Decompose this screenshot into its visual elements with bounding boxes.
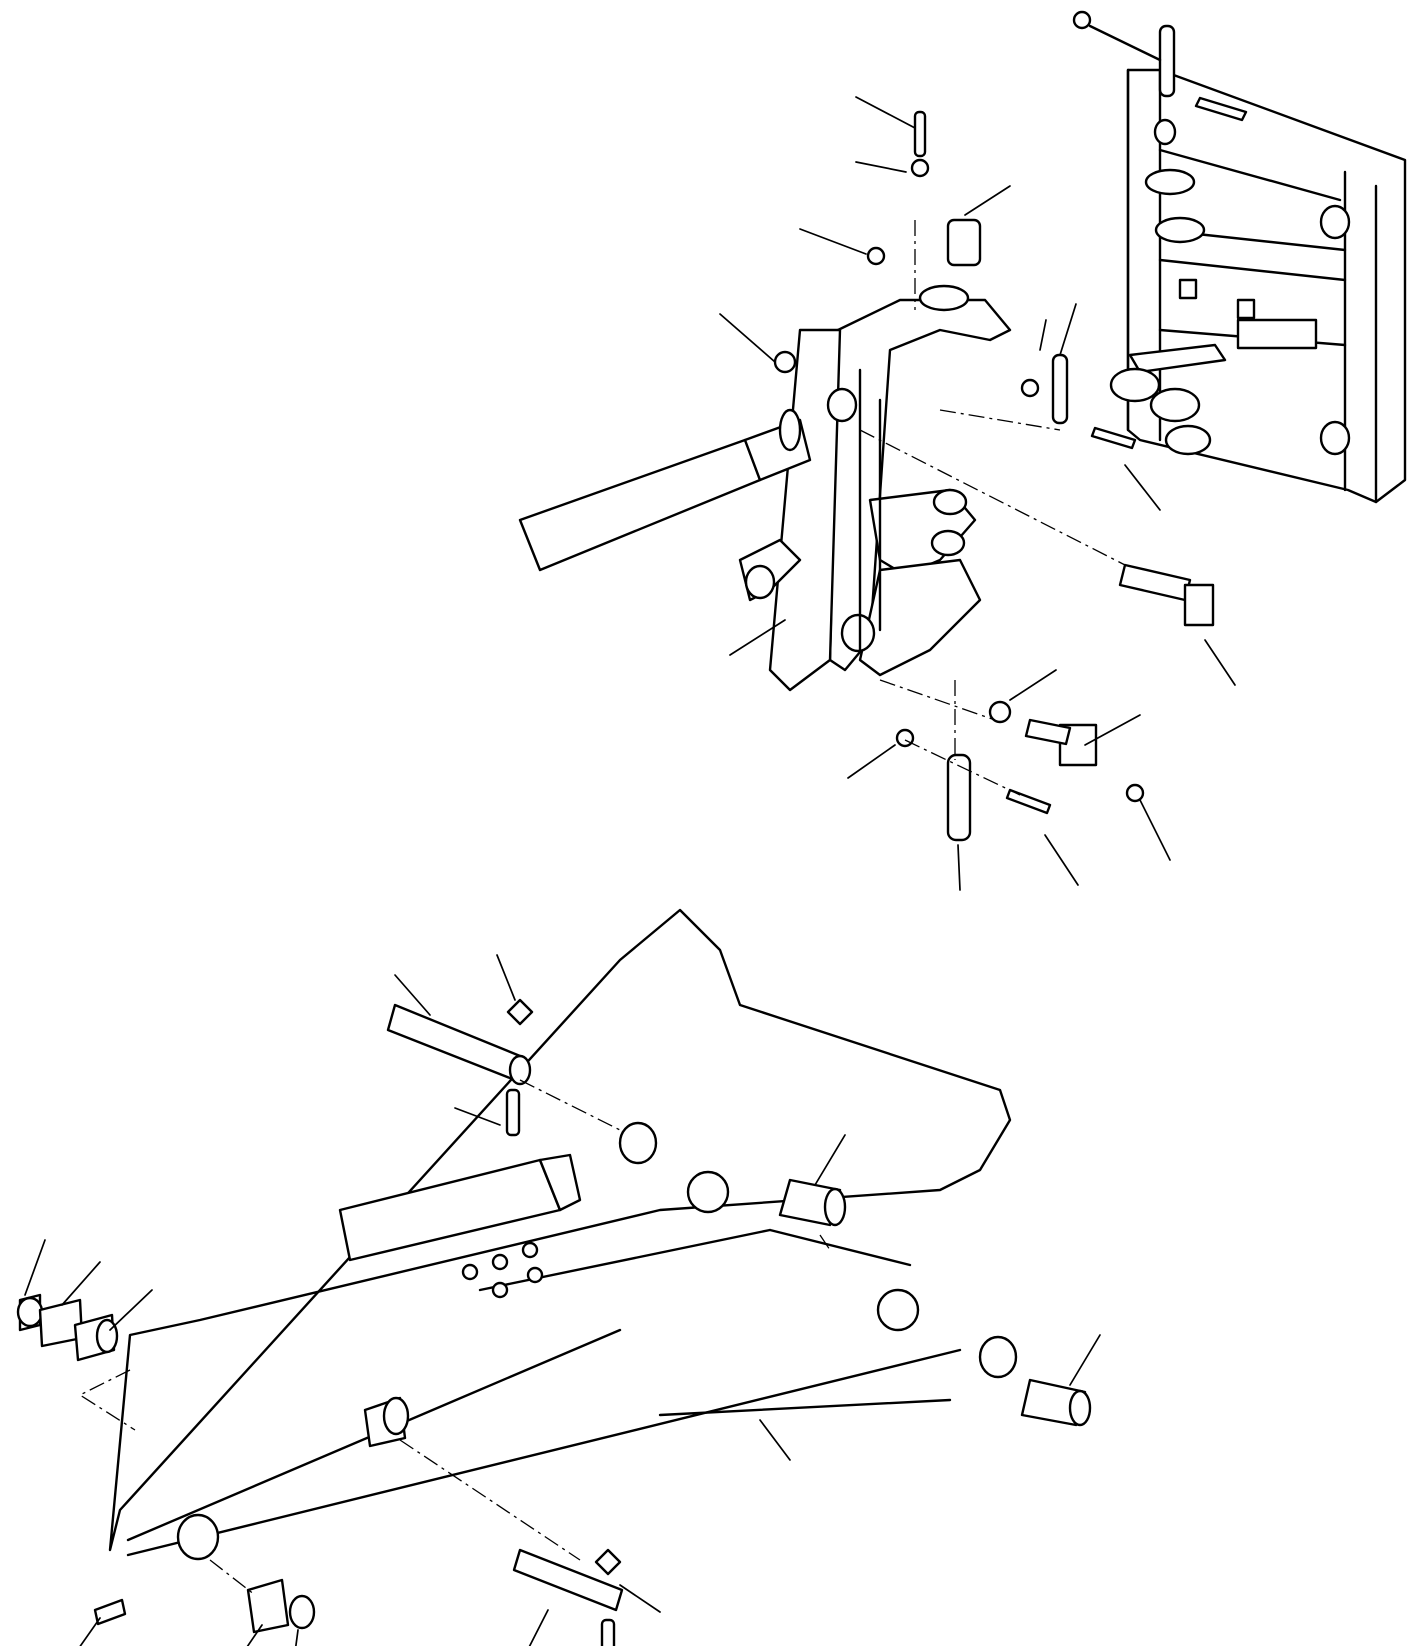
- mounting-frame-assembly: [1072, 10, 1407, 504]
- swing-bracket-assembly: [518, 96, 1236, 891]
- boom-assembly: [16, 908, 1101, 1651]
